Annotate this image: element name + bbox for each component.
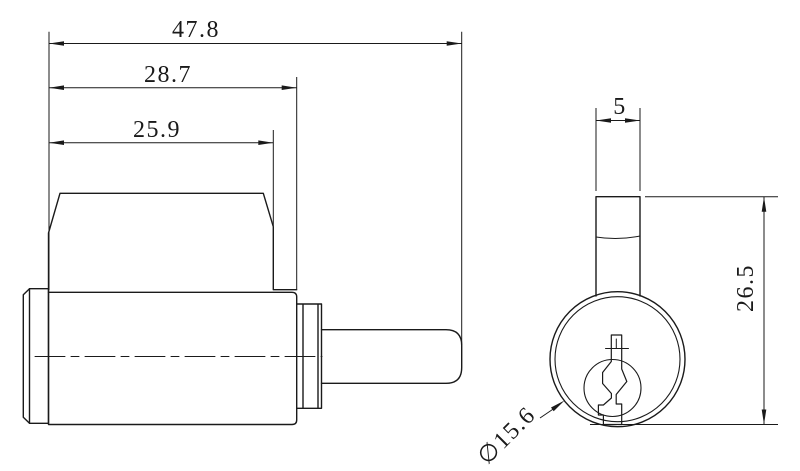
arrowhead bbox=[761, 196, 767, 212]
arrowhead bbox=[446, 41, 462, 46]
arrowhead bbox=[49, 140, 64, 145]
dimension-housing-length: 25.9 bbox=[49, 117, 274, 145]
dimension-cylinder-diameter: ∅15.6 bbox=[473, 400, 565, 470]
inner-rim-circle bbox=[554, 296, 681, 423]
dimension-label-cylinder-diameter: ∅15.6 bbox=[473, 402, 541, 470]
keyway-profile bbox=[597, 334, 628, 426]
arrowhead bbox=[49, 41, 64, 46]
arrowhead bbox=[596, 118, 611, 123]
outer-rim-circle bbox=[549, 291, 686, 428]
housing-outline bbox=[47, 192, 298, 293]
tail-bar bbox=[595, 196, 641, 297]
arrowhead bbox=[551, 400, 565, 412]
dimension-overall-length: 47.8 bbox=[49, 17, 462, 46]
plug-circle bbox=[583, 358, 642, 418]
leader-line bbox=[539, 408, 555, 419]
dimension-tailpiece-width: 5 bbox=[595, 94, 641, 191]
arrowhead bbox=[625, 118, 640, 123]
dimension-label-body-length: 28.7 bbox=[144, 62, 192, 88]
dimension-overall-height: 26.5 bbox=[590, 196, 778, 425]
tail-bar-bend-line bbox=[595, 235, 641, 239]
arrowhead bbox=[49, 85, 64, 90]
side-view bbox=[22, 192, 463, 426]
dimension-body-length: 28.7 bbox=[49, 62, 297, 90]
dimension-annotations: 47.8 28.7 25.9 5 bbox=[48, 17, 778, 470]
arrowhead bbox=[258, 140, 274, 145]
dimension-label-overall-height: 26.5 bbox=[733, 264, 759, 312]
dimension-label-tailpiece-width: 5 bbox=[613, 94, 627, 120]
arrowhead bbox=[761, 409, 767, 425]
tailpiece-shaft bbox=[320, 329, 463, 384]
front-view bbox=[549, 196, 686, 428]
cylinder-body bbox=[47, 291, 298, 426]
dimension-label-overall-length: 47.8 bbox=[172, 17, 220, 43]
arrowhead bbox=[281, 85, 297, 90]
dimension-label-housing-length: 25.9 bbox=[133, 117, 181, 143]
